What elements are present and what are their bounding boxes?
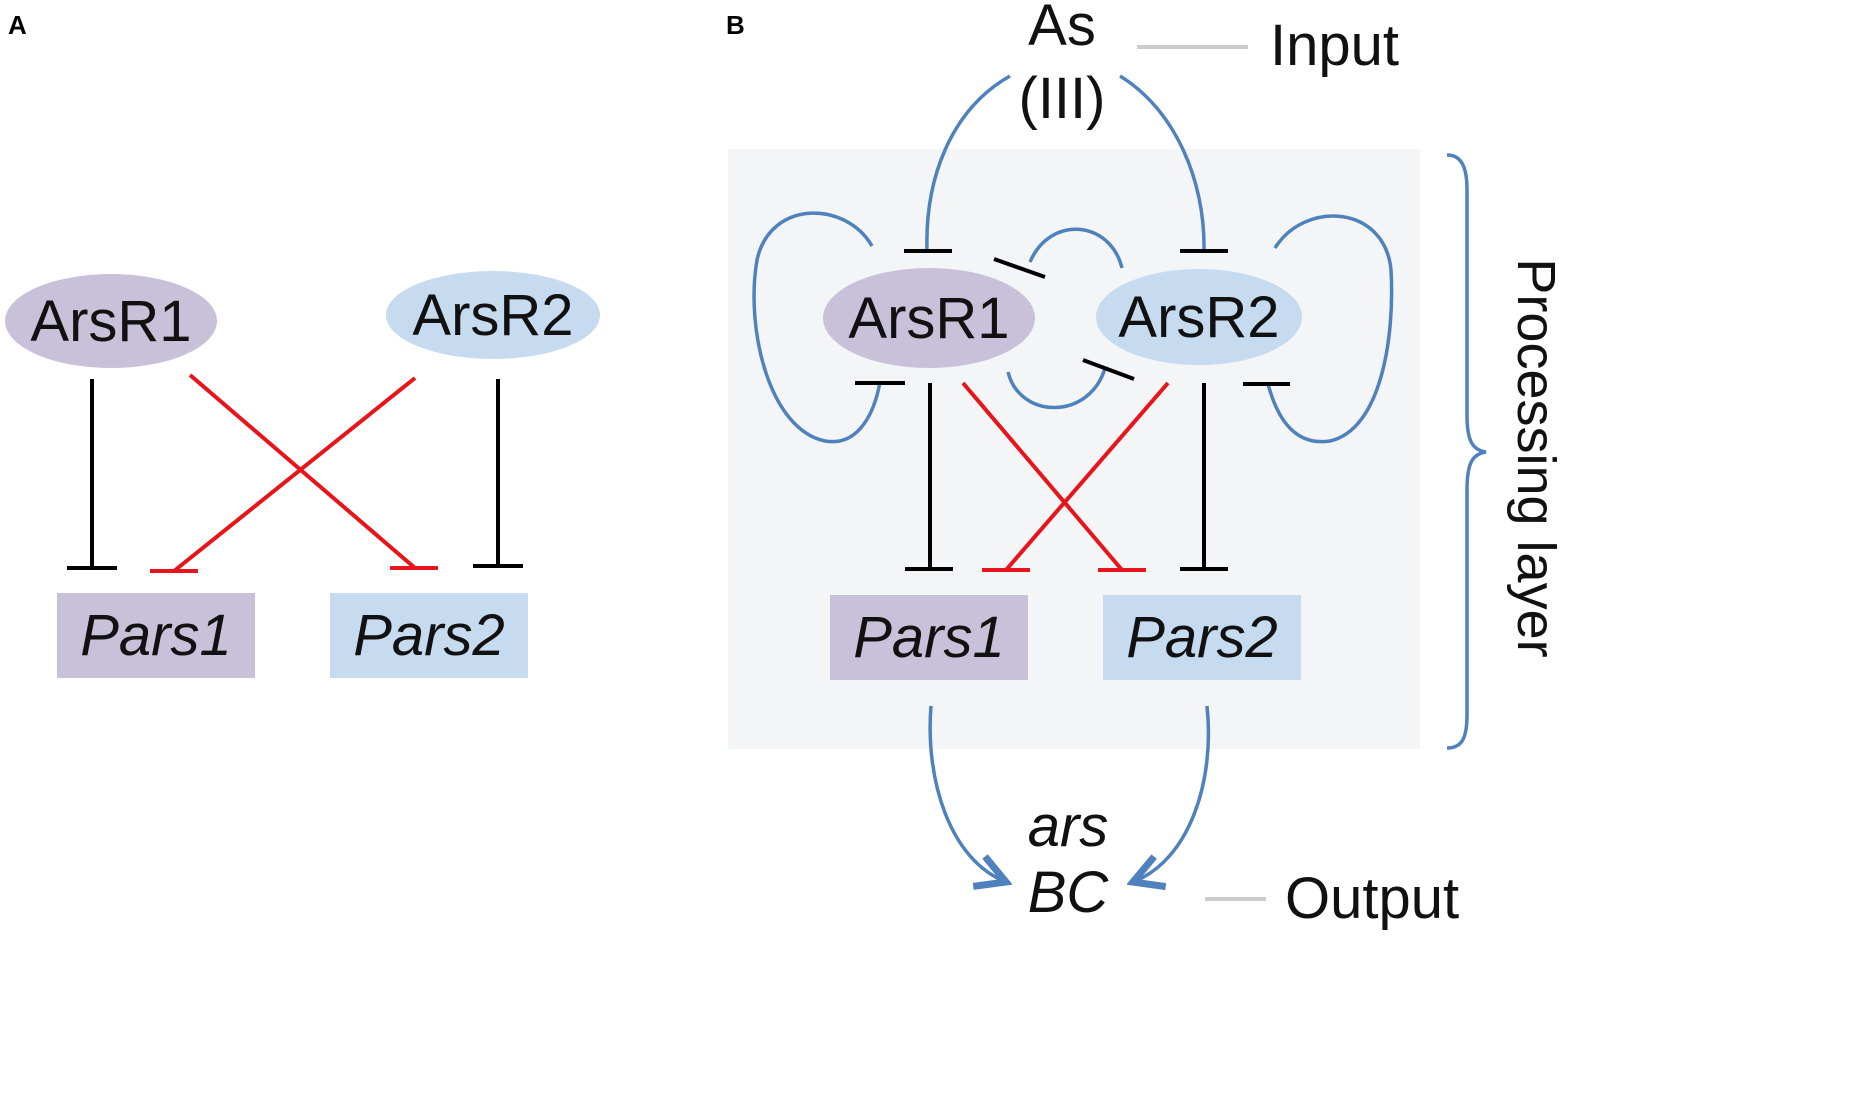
arsr1-represses-pars1-a	[67, 379, 117, 570]
arsenite-inhibits-arsr2	[1119, 74, 1206, 251]
arsr1-label-a: ArsR1	[30, 289, 191, 354]
arsr2-autorepression-loop	[1266, 214, 1394, 444]
pars1-label-b: Pars1	[853, 605, 1005, 670]
processing-layer-brace	[1446, 153, 1487, 750]
pars1-drives-arsbc	[928, 705, 1006, 882]
arsr1-node-b	[823, 268, 1035, 368]
arsr2-node-b	[1096, 269, 1302, 365]
input-tag: Input	[1270, 13, 1399, 78]
pars2-box-a	[330, 593, 528, 678]
pars2-drives-arsbc	[1133, 705, 1211, 882]
input-as-line2: (III)	[1019, 66, 1106, 131]
arsr2-label-b: ArsR2	[1118, 285, 1279, 350]
arsr1-node-a	[5, 274, 217, 368]
processing-layer-label: Processing layer	[1506, 258, 1566, 657]
pars2-label-a: Pars2	[353, 603, 505, 668]
panel-a: A ArsR1 ArsR2 Pars1 Pars2	[5, 10, 600, 678]
panel-b-label: B	[726, 10, 745, 40]
arsr1-autorepression-loop	[752, 211, 882, 444]
panel-b: B As (III) Input ArsR1 ArsR2 Pars1	[726, 0, 1566, 931]
pars2-box-b	[1103, 595, 1301, 680]
arsr2-represses-pars2-b	[1180, 383, 1228, 571]
arsr2-node-a	[386, 271, 600, 359]
arsr2-represses-pars1-a	[150, 376, 417, 573]
arsr2-represses-pars2-a	[473, 379, 523, 568]
arsr1-represses-pars1-b	[905, 383, 953, 571]
arsenite-inhibits-arsr1	[925, 74, 1011, 251]
output-tag: Output	[1285, 866, 1459, 931]
panel-a-label: A	[8, 10, 27, 40]
pars1-box-a	[57, 593, 255, 678]
output-gene-line2: BC	[1028, 860, 1110, 925]
arsr1-represses-pars2-b	[961, 381, 1146, 572]
arsr1-represses-arsr2	[1006, 367, 1107, 410]
arsr2-represses-pars1-b	[982, 381, 1170, 572]
pars1-box-b	[830, 595, 1028, 680]
arsr2-label-a: ArsR2	[412, 283, 573, 348]
pars2-label-b: Pars2	[1126, 605, 1278, 670]
input-as-line1: As	[1028, 0, 1096, 58]
arsr1-label-b: ArsR1	[848, 286, 1009, 351]
arsr2-represses-arsr1	[1028, 227, 1124, 269]
output-gene-line1: ars	[1028, 794, 1109, 859]
pars1-label-a: Pars1	[80, 603, 232, 668]
arsr1-represses-pars2-a	[188, 373, 438, 570]
